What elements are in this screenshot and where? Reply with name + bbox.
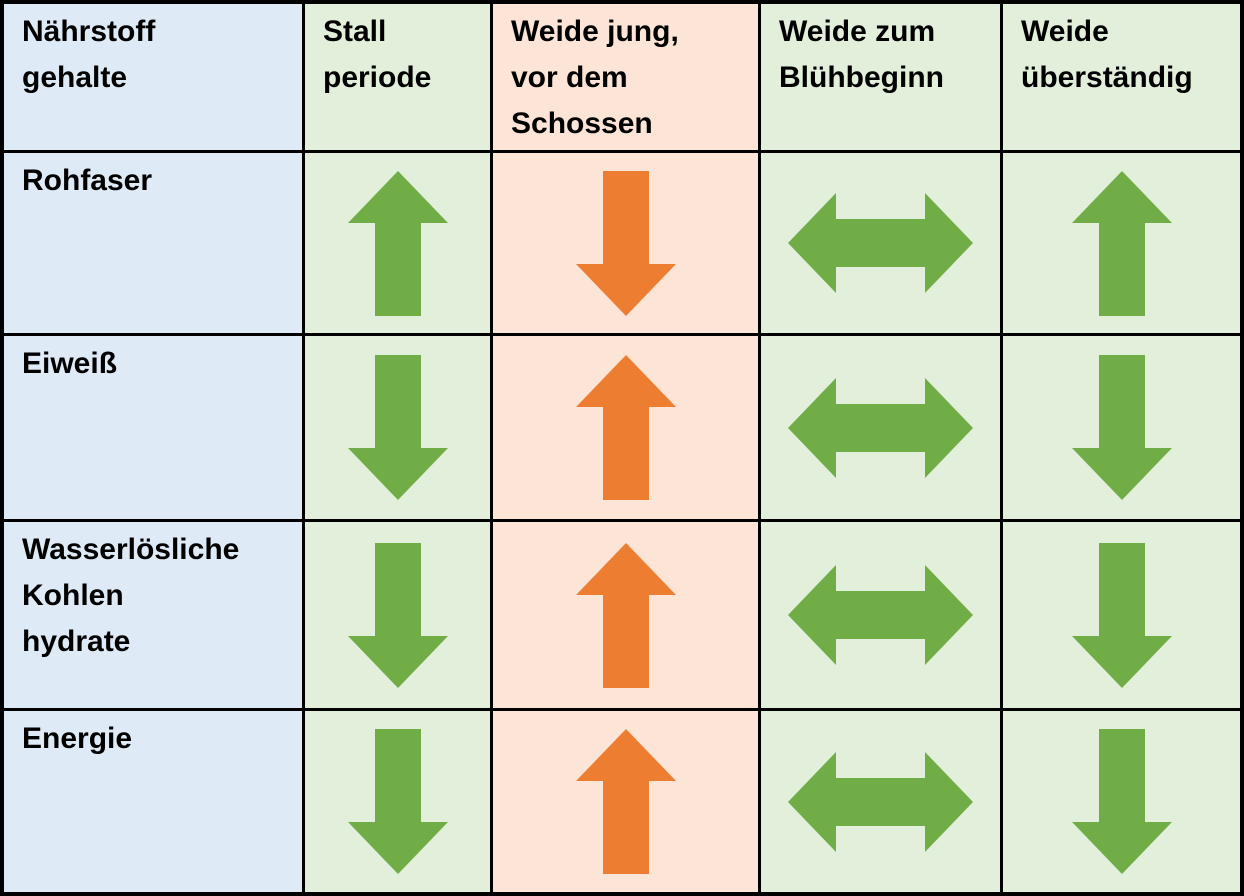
- arrow-down-icon: [1071, 355, 1172, 500]
- arrow-up-icon: [575, 542, 676, 688]
- cell-rohfaser-weide-jung: [493, 153, 758, 333]
- cell-rohfaser-weide-ueberstaendig: [1003, 153, 1240, 333]
- cell-kohlenhydrate-weide-ueberstaendig: [1003, 522, 1240, 708]
- arrow-left-right-icon: [788, 193, 973, 293]
- header-cell-weide-bluehbeginn: Weide zum Blühbeginn: [761, 4, 1000, 150]
- arrow-left-right-icon: [788, 377, 973, 478]
- header-cell-weide-ueberstaendig: Weide überständig: [1003, 4, 1240, 150]
- row-label-eiweiss: Eiweiß: [4, 336, 302, 519]
- arrow-left-right-icon: [788, 751, 973, 852]
- row-label-rohfaser: Rohfaser: [4, 153, 302, 333]
- arrow-down-icon: [347, 729, 448, 874]
- header-cell-nutrients: Nährstoff gehalte: [4, 4, 302, 150]
- header-cell-stallperiode: Stall periode: [305, 4, 490, 150]
- arrow-up-icon: [575, 355, 676, 500]
- cell-energie-weide-bluehbeginn: [761, 711, 1000, 892]
- arrow-up-icon: [347, 170, 448, 316]
- arrow-up-icon: [1071, 170, 1172, 316]
- cell-rohfaser-stallperiode: [305, 153, 490, 333]
- arrow-up-icon: [575, 729, 676, 874]
- cell-rohfaser-weide-bluehbeginn: [761, 153, 1000, 333]
- row-label-wasserloesliche-kohlenhydrate: Wasserlösliche Kohlen hydrate: [4, 522, 302, 708]
- cell-eiweiss-weide-bluehbeginn: [761, 336, 1000, 519]
- arrow-left-right-icon: [788, 565, 973, 665]
- header-cell-weide-jung: Weide jung, vor dem Schossen: [493, 4, 758, 150]
- cell-kohlenhydrate-stallperiode: [305, 522, 490, 708]
- cell-kohlenhydrate-weide-jung: [493, 522, 758, 708]
- cell-eiweiss-weide-jung: [493, 336, 758, 519]
- arrow-down-icon: [575, 170, 676, 316]
- arrow-down-icon: [1071, 729, 1172, 874]
- cell-eiweiss-weide-ueberstaendig: [1003, 336, 1240, 519]
- cell-energie-stallperiode: [305, 711, 490, 892]
- cell-eiweiss-stallperiode: [305, 336, 490, 519]
- arrow-down-icon: [1071, 542, 1172, 688]
- arrow-down-icon: [347, 355, 448, 500]
- cell-energie-weide-ueberstaendig: [1003, 711, 1240, 892]
- cell-energie-weide-jung: [493, 711, 758, 892]
- arrow-down-icon: [347, 542, 448, 688]
- cell-kohlenhydrate-weide-bluehbeginn: [761, 522, 1000, 708]
- row-label-energie: Energie: [4, 711, 302, 892]
